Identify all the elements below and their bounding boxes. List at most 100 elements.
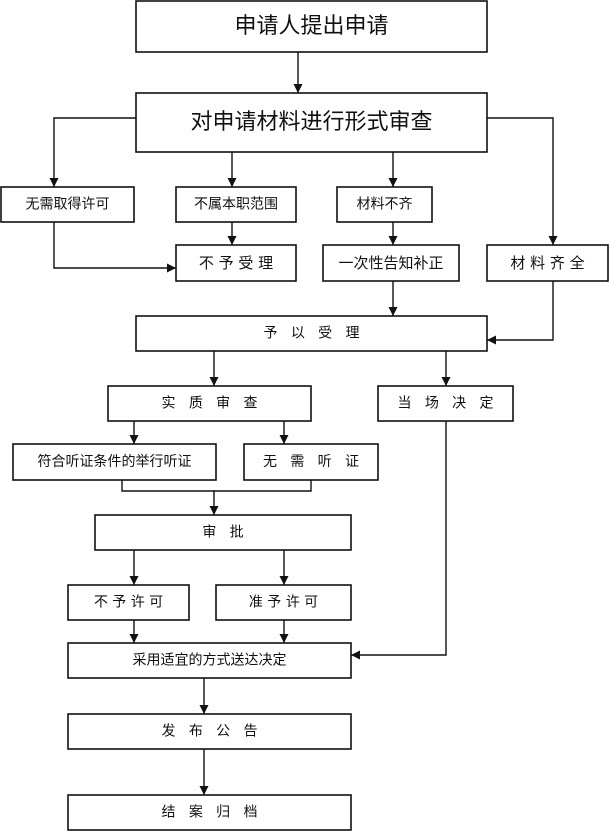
edge-publish-notice-to-close-archive xyxy=(199,749,209,795)
edge-formal-review-to-no-license-needed xyxy=(49,117,136,187)
arrowhead-icon xyxy=(441,377,451,386)
arrowhead-icon xyxy=(279,435,289,444)
node-box xyxy=(215,584,352,621)
node-materials-complete: 材 料 齐 全 xyxy=(486,244,609,282)
edge-approval-to-grant-license xyxy=(279,550,289,585)
node-box xyxy=(67,642,352,679)
node-apply: 申请人提出申请 xyxy=(135,0,488,53)
connector-line xyxy=(487,117,554,245)
arrowhead-icon xyxy=(49,178,59,187)
arrowhead-icon xyxy=(388,236,398,245)
node-box xyxy=(336,186,433,223)
node-approval: 审 批 xyxy=(94,514,352,551)
node-box xyxy=(94,514,352,551)
edge-accepted-to-on-site-decision xyxy=(441,351,451,386)
edge-substantive-review-to-no-hearing xyxy=(279,421,289,444)
node-label: 无需取得许可 xyxy=(26,196,110,213)
node-label: 采用适宜的方式送达决定 xyxy=(133,653,287,669)
node-box xyxy=(67,584,190,621)
connector-line xyxy=(121,480,215,515)
node-box xyxy=(67,713,352,750)
node-grant-license: 准 予 许 可 xyxy=(215,584,352,621)
connector-line xyxy=(487,281,554,341)
node-box xyxy=(0,186,135,223)
node-substantive-review: 实 质 审 查 xyxy=(107,385,312,422)
node-box xyxy=(175,186,297,223)
node-label: 结 案 归 档 xyxy=(161,804,257,821)
node-label: 申请人提出申请 xyxy=(234,14,388,39)
node-label: 不 予 许 可 xyxy=(94,595,163,611)
node-accepted: 予 以 受 理 xyxy=(135,315,488,352)
connector-line xyxy=(351,421,447,656)
node-deny-license: 不 予 许 可 xyxy=(67,584,190,621)
node-label: 材料不齐 xyxy=(357,197,413,213)
connector-line xyxy=(214,480,312,492)
node-label: 实 质 审 查 xyxy=(161,396,257,412)
connector-line xyxy=(53,117,136,187)
node-box xyxy=(135,315,488,352)
arrowhead-icon xyxy=(199,786,209,795)
arrowhead-icon xyxy=(209,506,219,515)
edge-formal-review-to-out-of-scope xyxy=(227,152,237,187)
edge-materials-complete-to-accepted xyxy=(487,281,554,345)
node-hold-hearing: 符合听证条件的举行听证 xyxy=(12,443,217,481)
node-label: 符合听证条件的举行听证 xyxy=(38,453,192,470)
node-no-hearing: 无 需 听 证 xyxy=(243,443,379,481)
arrowhead-icon xyxy=(388,307,398,316)
arrowhead-icon xyxy=(351,650,360,660)
connector-line xyxy=(53,222,176,269)
edge-out-of-scope-to-not-accepted xyxy=(227,222,237,245)
arrowhead-icon xyxy=(293,84,303,93)
node-no-license-needed: 无需取得许可 xyxy=(0,186,135,223)
edge-substantive-review-to-hold-hearing xyxy=(129,421,139,444)
node-label: 不 予 受 理 xyxy=(199,254,273,272)
arrowhead-icon xyxy=(129,634,139,643)
node-label: 审 批 xyxy=(202,525,243,541)
node-label: 对申请材料进行形式审查 xyxy=(190,110,432,135)
node-box xyxy=(377,385,514,422)
node-notify-once: 一次性告知补正 xyxy=(322,244,460,282)
node-box xyxy=(135,92,488,153)
edge-hold-hearing-to-approval xyxy=(121,480,219,515)
arrowhead-icon xyxy=(487,335,496,345)
node-label: 不属本职范围 xyxy=(194,196,278,213)
arrowhead-icon xyxy=(167,263,176,273)
node-label: 一次性告知补正 xyxy=(338,254,443,272)
node-publish-notice: 发 布 公 告 xyxy=(67,713,352,750)
edge-no-license-needed-to-not-accepted xyxy=(53,222,176,273)
edge-on-site-decision-to-deliver-decision xyxy=(351,421,447,660)
edge-notify-once-to-accepted xyxy=(388,281,398,316)
edge-formal-review-to-materials-complete xyxy=(487,117,558,245)
edge-apply-to-formal-review xyxy=(293,52,303,93)
node-box xyxy=(12,443,217,481)
node-not-accepted: 不 予 受 理 xyxy=(175,244,297,282)
edge-grant-license-to-deliver-decision xyxy=(279,620,289,643)
edge-approval-to-deny-license xyxy=(129,550,139,585)
arrowhead-icon xyxy=(209,377,219,386)
arrowhead-icon xyxy=(548,236,558,245)
edge-materials-incomplete-to-notify-once xyxy=(388,222,398,245)
arrowhead-icon xyxy=(199,705,209,714)
edge-deny-license-to-deliver-decision xyxy=(129,620,139,643)
node-close-archive: 结 案 归 档 xyxy=(67,794,352,831)
arrowhead-icon xyxy=(129,576,139,585)
node-materials-incomplete: 材料不齐 xyxy=(336,186,433,223)
node-box xyxy=(486,244,609,282)
arrowhead-icon xyxy=(279,634,289,643)
arrowhead-icon xyxy=(388,178,398,187)
node-label: 发 布 公 告 xyxy=(161,724,257,740)
node-on-site-decision: 当 场 决 定 xyxy=(377,385,514,422)
node-formal-review: 对申请材料进行形式审查 xyxy=(135,92,488,153)
arrowhead-icon xyxy=(279,576,289,585)
edge-deliver-decision-to-publish-notice xyxy=(199,678,209,714)
node-box xyxy=(243,443,379,481)
node-label: 当 场 决 定 xyxy=(397,396,493,412)
node-label: 予 以 受 理 xyxy=(263,326,359,342)
node-out-of-scope: 不属本职范围 xyxy=(175,186,297,223)
arrowhead-icon xyxy=(227,178,237,187)
node-box xyxy=(175,244,297,282)
arrowhead-icon xyxy=(227,236,237,245)
node-label: 无 需 听 证 xyxy=(263,454,359,470)
node-box xyxy=(107,385,312,422)
